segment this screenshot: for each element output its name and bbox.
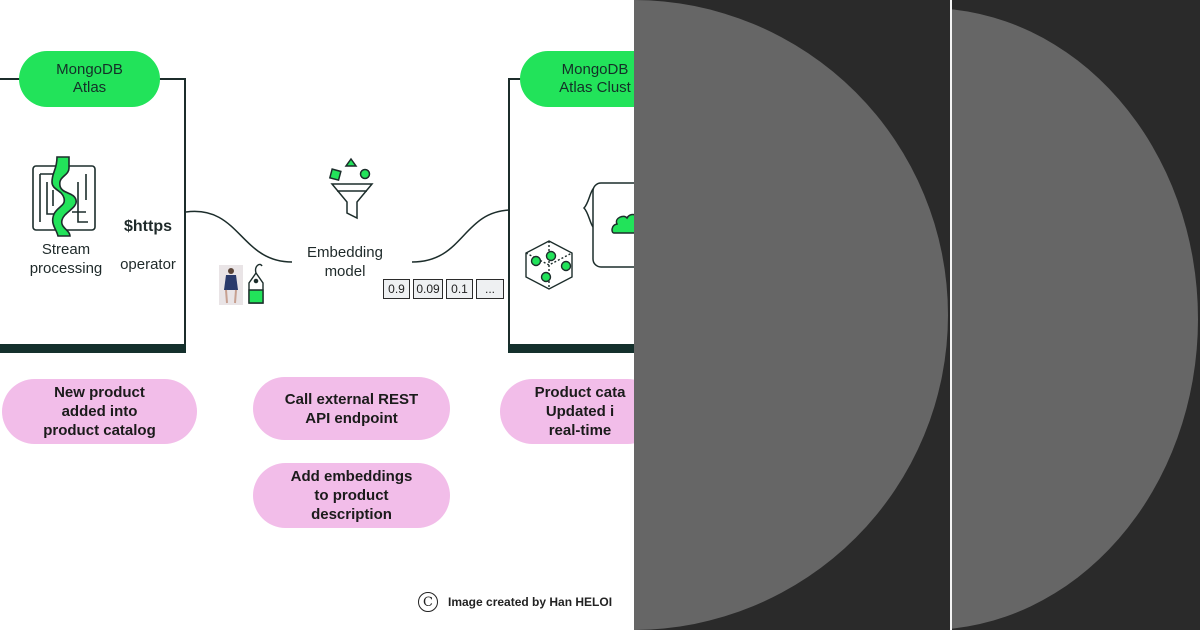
diagram-graphics bbox=[32, 156, 634, 305]
vector-cell: 0.1 bbox=[446, 279, 473, 299]
embedding-model-label: Embedding model bbox=[307, 244, 383, 280]
step-catalog-updated: Product cata Updated i real-time bbox=[500, 379, 634, 444]
pipeline-diagram: MongoDB Atlas MongoDB Atlas Clust Stream… bbox=[0, 51, 634, 612]
panel-base-bar bbox=[508, 344, 634, 353]
placeholder-panel bbox=[952, 0, 1200, 630]
https-operator-label: $https operator bbox=[108, 198, 188, 274]
document-cloud-icon bbox=[582, 182, 634, 268]
half-circle-shape bbox=[952, 8, 1198, 630]
copyright-icon: C bbox=[418, 592, 438, 612]
image-credit: C Image created by Han HELOI bbox=[418, 592, 612, 612]
panel-separator bbox=[950, 0, 952, 630]
maze-stream-icon bbox=[32, 156, 96, 237]
https-keyword: $https bbox=[124, 218, 172, 235]
connector-curve bbox=[185, 210, 293, 263]
step-call-rest-api: Call external REST API endpoint bbox=[253, 377, 450, 440]
credit-text: Image created by Han HELOI bbox=[448, 595, 613, 609]
vector-cell: 0.09 bbox=[413, 279, 443, 299]
placeholder-panel bbox=[634, 0, 950, 630]
operator-text: operator bbox=[120, 256, 176, 273]
atlas-cluster-title-pill: MongoDB Atlas Clust bbox=[520, 51, 634, 107]
price-tag-icon bbox=[248, 263, 264, 304]
model-photo-icon bbox=[219, 265, 243, 305]
half-circle-shape bbox=[634, 0, 948, 630]
atlas-title-pill: MongoDB Atlas bbox=[19, 51, 160, 107]
step-new-product: New product added into product catalog bbox=[2, 379, 197, 444]
stream-processing-label: Stream processing bbox=[29, 241, 103, 277]
embedding-vector: 0.9 0.09 0.1 ... bbox=[383, 279, 507, 299]
vector-cell: 0.9 bbox=[383, 279, 410, 299]
step-add-embeddings: Add embeddings to product description bbox=[253, 463, 450, 528]
vector-cell: ... bbox=[476, 279, 504, 299]
vector-cube-icon bbox=[525, 240, 573, 290]
connector-curve bbox=[411, 209, 511, 263]
funnel-icon bbox=[328, 157, 374, 220]
panel-base-bar bbox=[0, 344, 186, 353]
